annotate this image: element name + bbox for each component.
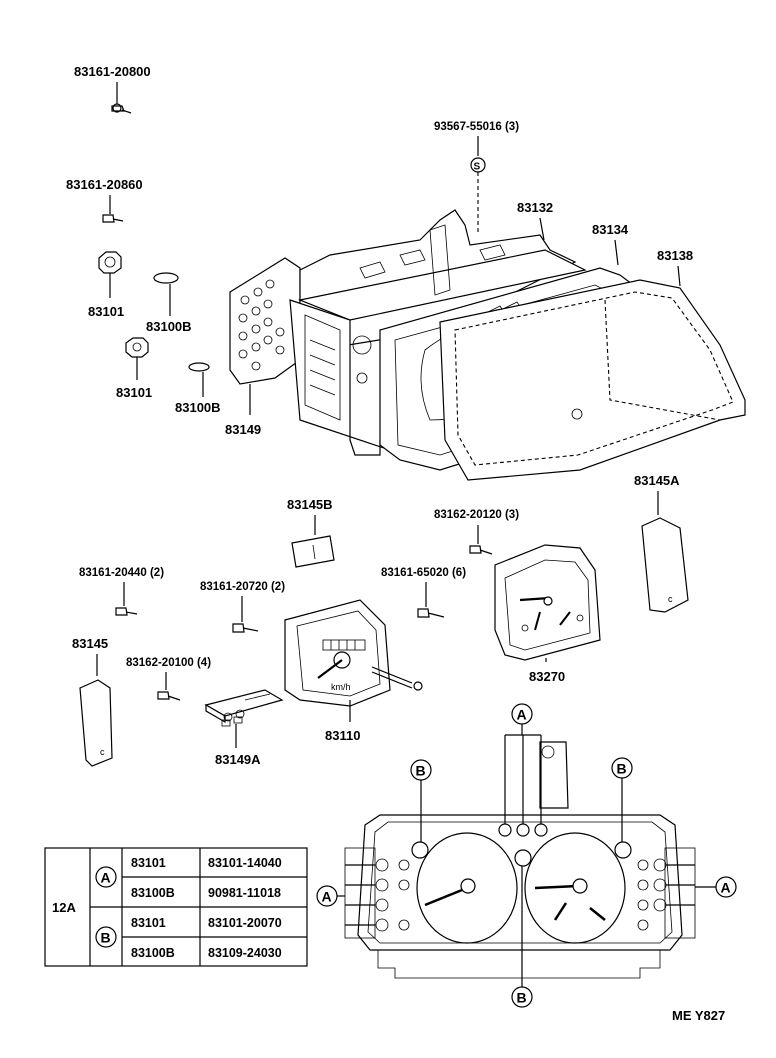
label-83145: 83145	[72, 636, 108, 651]
case-83132: 83132	[289, 200, 587, 461]
marker-a-right: A	[666, 864, 737, 906]
label-83101-upper: 83101	[88, 304, 124, 319]
gauge-83270: 83270	[494, 544, 601, 684]
label-83145A: 83145A	[634, 473, 680, 488]
table-row-3-part: 83100B	[131, 946, 175, 960]
svg-text:B: B	[517, 990, 527, 1006]
table-marker-a: A	[101, 870, 111, 886]
screw-83161-20860: 83161-20860	[66, 177, 143, 223]
table-group: 12A	[52, 900, 76, 915]
marker-a-left: A	[316, 864, 375, 926]
label-83110: 83110	[325, 728, 360, 743]
reference-table: 12A A B 83101 83101-14040 83100B 90981-1…	[44, 847, 308, 967]
kmh-label: km/h	[331, 682, 351, 692]
label-83161-20440: 83161-20440 (2)	[79, 567, 164, 579]
table-row-1-number: 90981-11018	[208, 886, 281, 900]
screw-83162-20120: 83162-20120 (3)	[434, 509, 519, 555]
label-83162-20100: 83162-20100 (4)	[126, 657, 211, 669]
svg-text:A: A	[322, 889, 332, 905]
printed-circuit-83149: 83149	[225, 257, 301, 437]
label-83162-20120: 83162-20120 (3)	[434, 509, 519, 521]
screw-83161-65020: 83161-65020 (6)	[381, 567, 466, 618]
label-83161-20720: 83161-20720 (2)	[200, 581, 285, 593]
label-83100B-lower: 83100B	[175, 400, 221, 415]
label-83134: 83134	[592, 222, 629, 237]
diagram-code: ME Y827	[672, 1008, 725, 1023]
label-83270: 83270	[529, 669, 565, 684]
marker-s: S	[474, 162, 481, 173]
bulb-83100B-upper: 83100B	[146, 272, 192, 334]
table-row-1-part: 83100B	[131, 886, 175, 900]
mark-c-83145: c	[100, 747, 105, 757]
label-93567: 93567-55016 (3)	[434, 121, 519, 133]
plate-83145B: 83145B	[287, 497, 335, 568]
speedometer-83110: km/h 83110	[284, 599, 423, 743]
svg-text:A: A	[721, 880, 731, 896]
marker-b-bottom: B	[511, 866, 533, 1008]
label-83161-65020: 83161-65020 (6)	[381, 567, 466, 579]
plate-83145: 83145 c	[72, 636, 113, 767]
label-83161-20800: 83161-20800	[74, 64, 151, 79]
socket-83101-upper: 83101	[88, 251, 124, 319]
screw-83162-20100: 83162-20100 (4)	[126, 657, 211, 701]
screw-83161-20720: 83161-20720 (2)	[200, 581, 285, 633]
label-83132: 83132	[517, 200, 553, 215]
plate-83145A: 83145A c	[634, 473, 689, 613]
label-83101-lower: 83101	[116, 385, 152, 400]
socket-83101-lower: 83101	[116, 337, 152, 400]
screw-83161-20440: 83161-20440 (2)	[79, 567, 164, 616]
label-83161-20860: 83161-20860	[66, 177, 143, 192]
marker-b-left: B	[410, 759, 432, 842]
marker-b-right: B	[611, 757, 633, 842]
label-83145B: 83145B	[287, 497, 333, 512]
table-row-0-part: 83101	[131, 856, 166, 870]
cluster-front-view	[344, 741, 696, 979]
svg-text:B: B	[416, 763, 426, 779]
table-row-0-number: 83101-14040	[208, 856, 282, 870]
table-row-2-part: 83101	[131, 916, 166, 930]
svg-text:B: B	[617, 761, 627, 777]
circuit-83149A: 83149A	[204, 689, 284, 767]
svg-text:A: A	[517, 707, 527, 723]
screws-93567: 93567-55016 (3) S	[434, 121, 519, 232]
marker-a-top: A	[504, 703, 542, 824]
bulb-83100B-lower: 83100B	[175, 362, 221, 415]
label-83149: 83149	[225, 422, 261, 437]
label-83100B-upper: 83100B	[146, 319, 192, 334]
lens-83138: 83138	[439, 248, 746, 481]
table-row-2-number: 83101-20070	[208, 916, 282, 930]
label-83149A: 83149A	[215, 752, 261, 767]
label-83138: 83138	[657, 248, 693, 263]
table-row-3-number: 83109-24030	[208, 946, 282, 960]
table-marker-b: B	[101, 930, 111, 946]
screw-83161-20800: 83161-20800	[74, 64, 151, 114]
mark-c-83145A: c	[668, 594, 673, 604]
